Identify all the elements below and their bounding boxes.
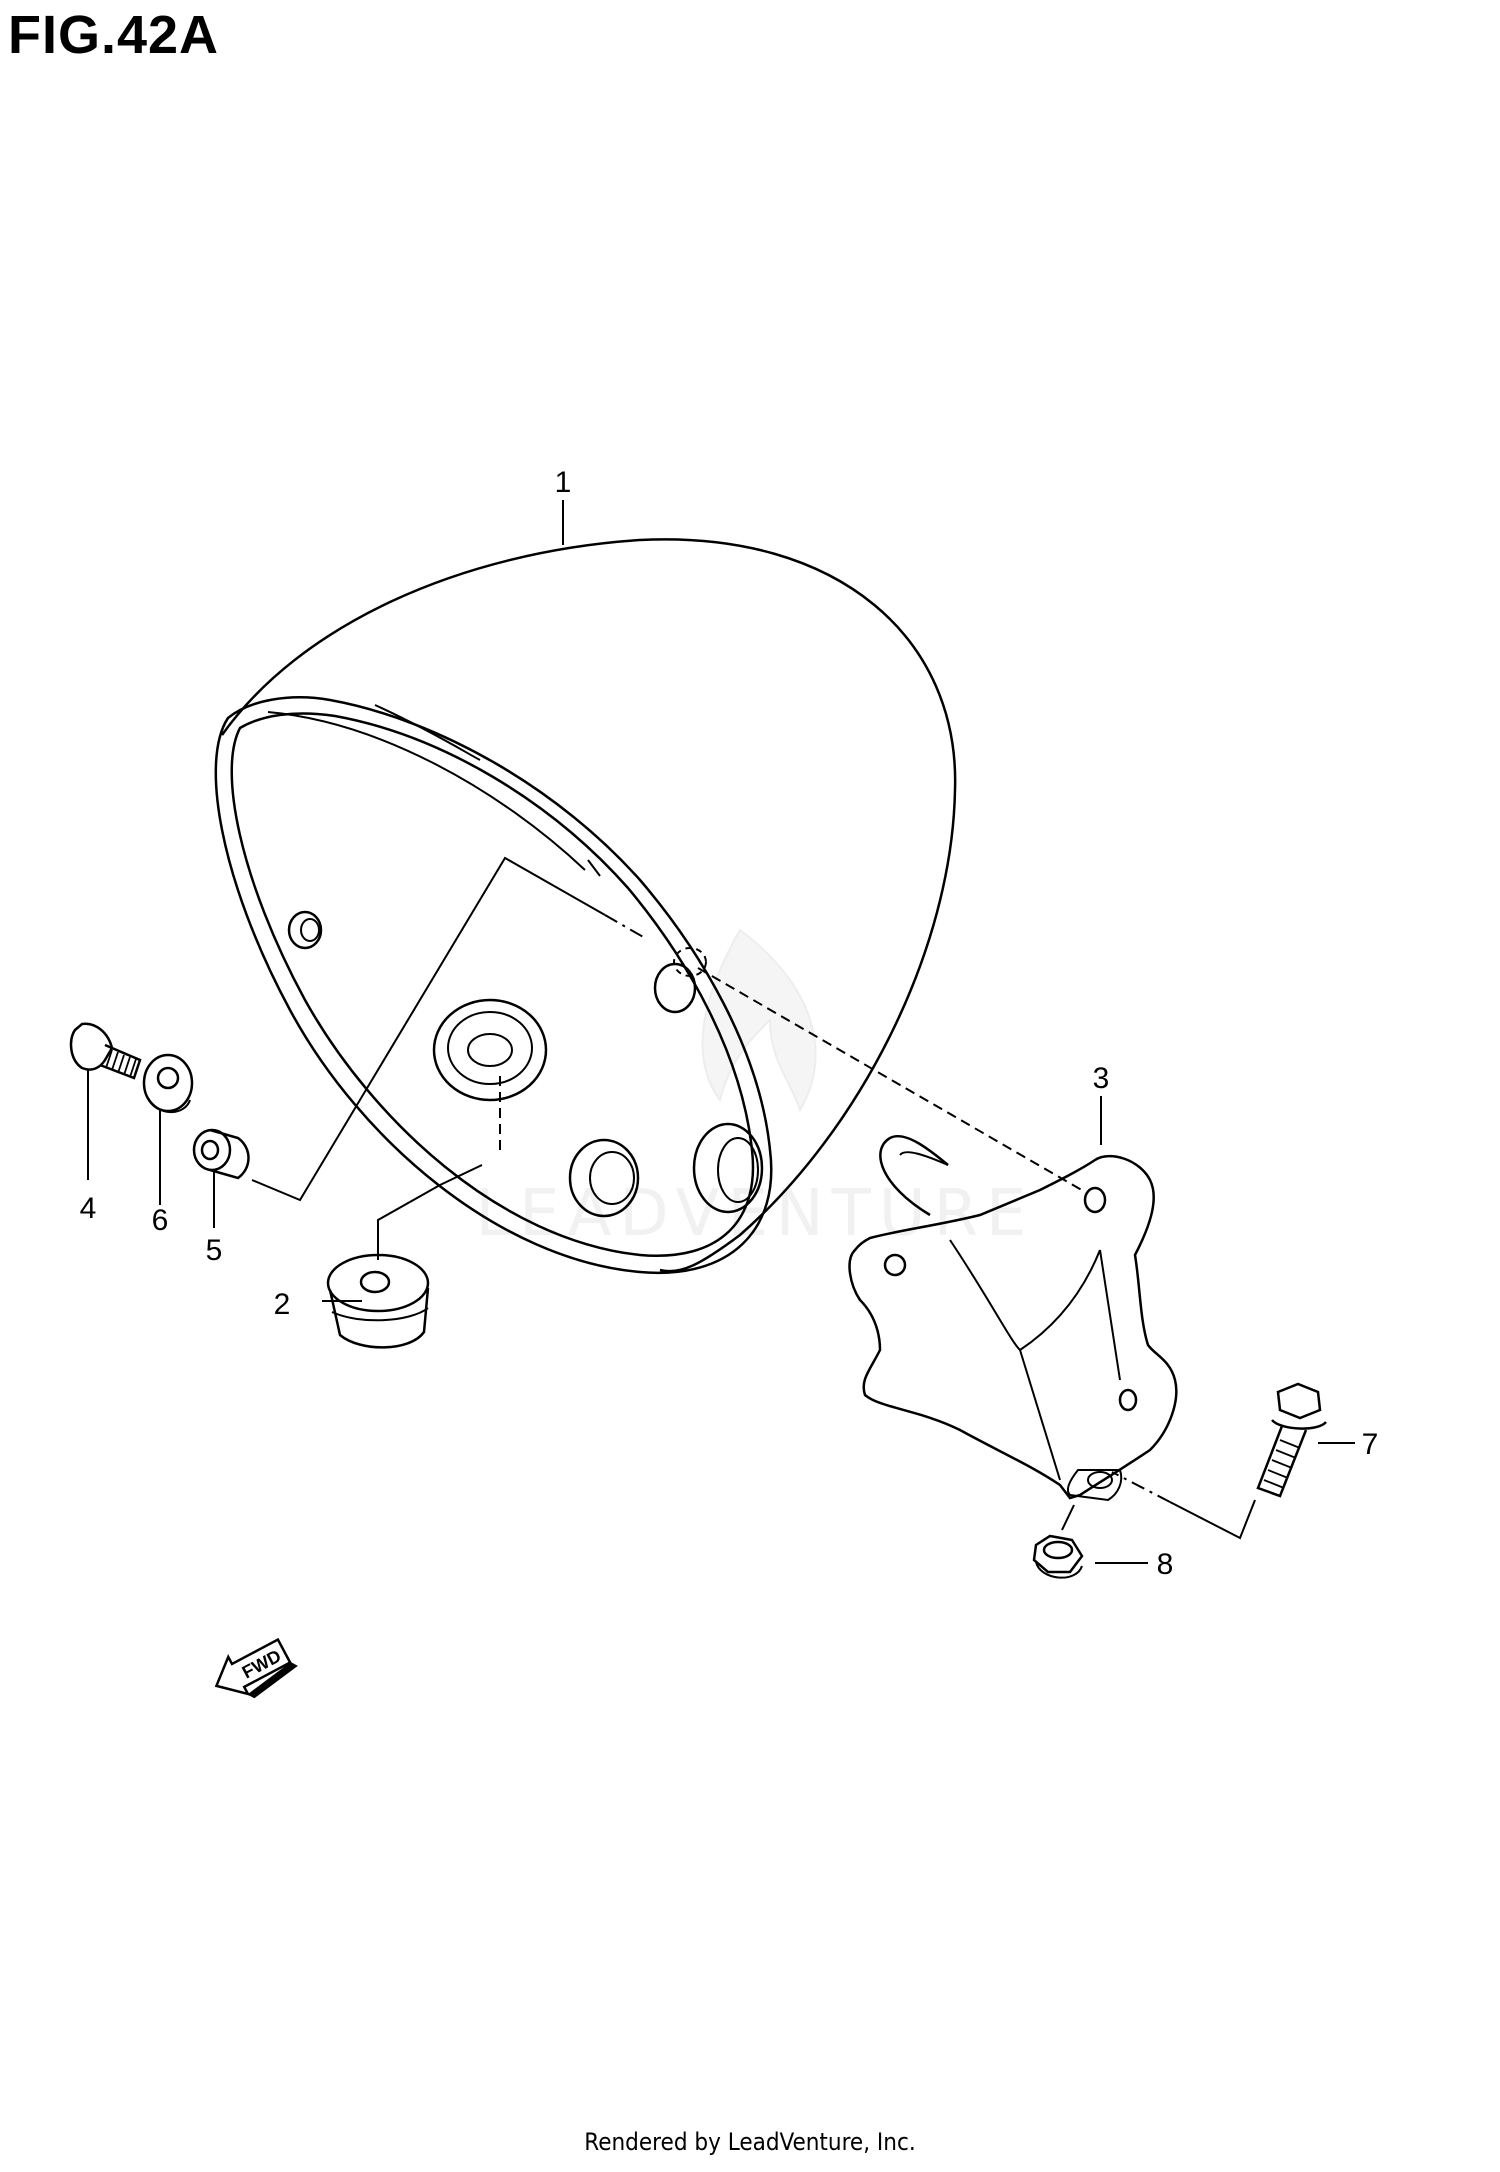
part-4-bolt[interactable]: [69, 1022, 142, 1080]
flange-bolt-threads: [1263, 1439, 1301, 1489]
bolt-threads: [105, 1049, 137, 1078]
bracket-hook: [879, 1135, 949, 1217]
assembly-path-bolt-7-dash: [1111, 1471, 1171, 1503]
bracket-hole-left: [883, 1253, 907, 1277]
bracket-edge-line: [1019, 1349, 1061, 1481]
footer-credit: Rendered by LeadVenture, Inc.: [584, 2128, 916, 2156]
bracket-plate: [848, 1154, 1178, 1500]
assembly-path-collar-dash: [604, 914, 646, 939]
bolt-shank: [99, 1043, 142, 1080]
assembly-path-nut-8: [1061, 1504, 1075, 1531]
assembly-lines: [87, 500, 1355, 1564]
bracket-fold-line: [949, 1239, 1101, 1352]
callout-4: 4: [80, 1192, 97, 1225]
housing-grommet-boss-mid: [447, 1011, 533, 1085]
grommet-body: [328, 1287, 430, 1349]
flange-bolt-flange: [1271, 1419, 1327, 1430]
assembly-path-grommet: [377, 1164, 483, 1260]
assembly-path-collar: [251, 856, 606, 1202]
flange-bolt-shank: [1256, 1425, 1308, 1498]
part-8-nut[interactable]: [1032, 1534, 1084, 1579]
housing-hole-lower: [568, 1138, 640, 1218]
housing-grommet-boss-outer: [432, 998, 548, 1102]
bracket-hole-top: [1083, 1186, 1107, 1214]
watermark-flame-icon: [701, 928, 817, 1113]
housing-hole-right-upper: [653, 962, 697, 1014]
callout-7: 7: [1362, 1428, 1379, 1461]
housing-grommet-boss-inner: [467, 1033, 513, 1067]
grommet-waist: [331, 1307, 429, 1322]
part-3-bracket[interactable]: [848, 1135, 1178, 1502]
callouts: 1 2 3 4 5 6 7 8: [80, 466, 1379, 1581]
forward-arrow-icon: [214, 1637, 292, 1696]
watermark: LEADVENTURE: [476, 928, 1026, 1251]
part-5-collar[interactable]: [192, 1128, 250, 1180]
grommet-top: [326, 1253, 430, 1313]
housing-rim-inner: [230, 712, 755, 1258]
housing-rim-groove: [267, 711, 586, 871]
washer-inner: [156, 1066, 180, 1090]
housing-mount-hole-dashed: [673, 947, 707, 977]
collar-body: [209, 1128, 250, 1180]
washer-thickness: [147, 1097, 191, 1114]
callout-1: 1: [555, 466, 572, 499]
callout-8: 8: [1157, 1548, 1174, 1581]
housing-rim-notch: [587, 859, 601, 877]
callout-6: 6: [152, 1204, 169, 1237]
bracket-hole-right: [1118, 1388, 1138, 1412]
nut-hole: [1042, 1540, 1074, 1560]
bracket-tab-hole: [1087, 1471, 1113, 1489]
callout-3: 3: [1093, 1062, 1110, 1095]
forward-direction-badge: FWD: [214, 1637, 298, 1699]
nut-flange: [1035, 1561, 1083, 1579]
flange-bolt-head: [1276, 1382, 1322, 1420]
housing-small-hole-inner: [300, 918, 320, 942]
assembly-path-housing-bracket: [697, 967, 1086, 1193]
callout-2: 2: [274, 1288, 291, 1321]
callout-5: 5: [206, 1234, 223, 1267]
housing-hole-right-lower-inner: [717, 1137, 759, 1203]
figure-title: FIG.42A: [8, 5, 220, 65]
housing-hole-right-lower: [692, 1122, 764, 1214]
housing-small-hole: [287, 910, 323, 950]
housing-rim-groove-2: [374, 704, 481, 761]
grommet-hole: [359, 1270, 391, 1294]
forward-arrow-shadow: [247, 1661, 298, 1699]
part-7-flange-bolt[interactable]: [1256, 1382, 1327, 1498]
collar-end: [192, 1128, 232, 1172]
bracket-tab: [1067, 1469, 1123, 1502]
assembly-path-bolt-7: [1169, 1499, 1256, 1540]
part-6-washer[interactable]: [142, 1053, 194, 1114]
housing-hole-lower-inner: [589, 1151, 635, 1205]
bolt-head: [69, 1022, 114, 1071]
part-1-headlight-housing[interactable]: [214, 538, 957, 1275]
bracket-hook-inner: [899, 1151, 949, 1166]
collar-bore: [200, 1139, 220, 1161]
bracket-edge-line-2: [1099, 1249, 1121, 1381]
